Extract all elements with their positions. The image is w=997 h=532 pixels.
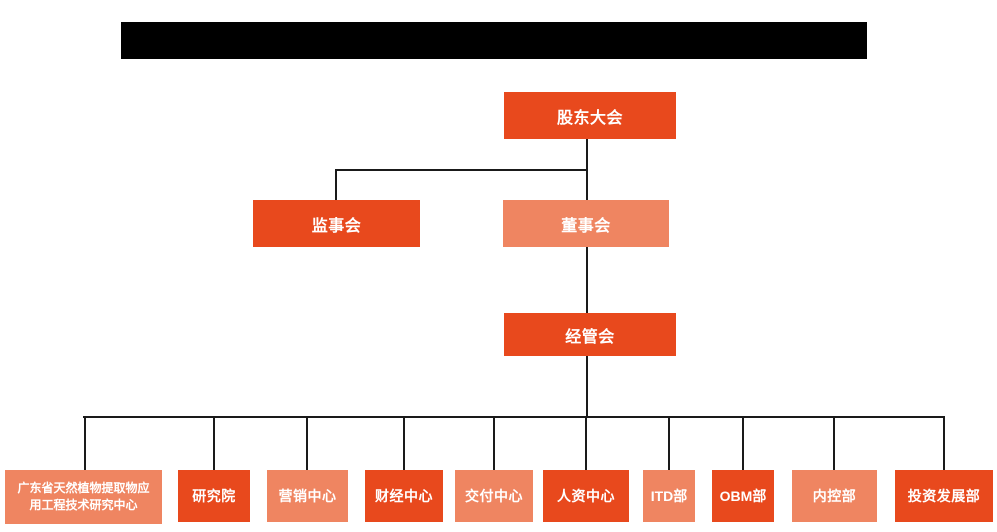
connector-branch-horizontal — [335, 169, 588, 171]
org-node-obm-dept: OBM部 — [712, 470, 774, 522]
org-node-internal-control-dept: 内控部 — [792, 470, 877, 522]
org-node-research-center-line2: 用工程技术研究中心 — [29, 498, 138, 512]
connector-drop-research-center — [84, 416, 86, 470]
org-node-delivery-center: 交付中心 — [455, 470, 533, 522]
org-node-itd-dept: ITD部 — [643, 470, 695, 522]
org-node-research-center-line1: 广东省天然植物提取物应 — [17, 480, 150, 495]
connector-drop-finance — [403, 416, 405, 470]
connector-drop-marketing — [306, 416, 308, 470]
connector-drop-research-institute — [213, 416, 215, 470]
connector-bottom-bus — [83, 416, 945, 418]
connector-drop-internal-control — [833, 416, 835, 470]
connector-supervisory-down — [335, 169, 337, 201]
connector-drop-itd — [668, 416, 670, 470]
org-node-marketing-center: 营销中心 — [267, 470, 348, 522]
connector-drop-delivery — [493, 416, 495, 470]
connector-drop-hr — [585, 416, 587, 470]
org-node-research-center: 广东省天然植物提取物应 用工程技术研究中心 — [5, 470, 162, 524]
org-node-supervisory-board: 监事会 — [253, 200, 420, 247]
redacted-title-bar — [121, 22, 867, 59]
org-node-shareholders-meeting: 股东大会 — [504, 92, 676, 139]
org-node-research-institute: 研究院 — [178, 470, 250, 522]
org-node-finance-center: 财经中心 — [365, 470, 443, 522]
connector-board-management — [586, 247, 588, 313]
org-node-management-committee: 经管会 — [504, 313, 676, 356]
org-node-board-of-directors: 董事会 — [503, 200, 669, 247]
connector-drop-investment — [943, 416, 945, 470]
connector-management-down — [586, 356, 588, 417]
org-node-hr-center: 人资中心 — [543, 470, 629, 522]
connector-drop-obm — [742, 416, 744, 470]
org-node-investment-development-dept: 投资发展部 — [895, 470, 993, 522]
